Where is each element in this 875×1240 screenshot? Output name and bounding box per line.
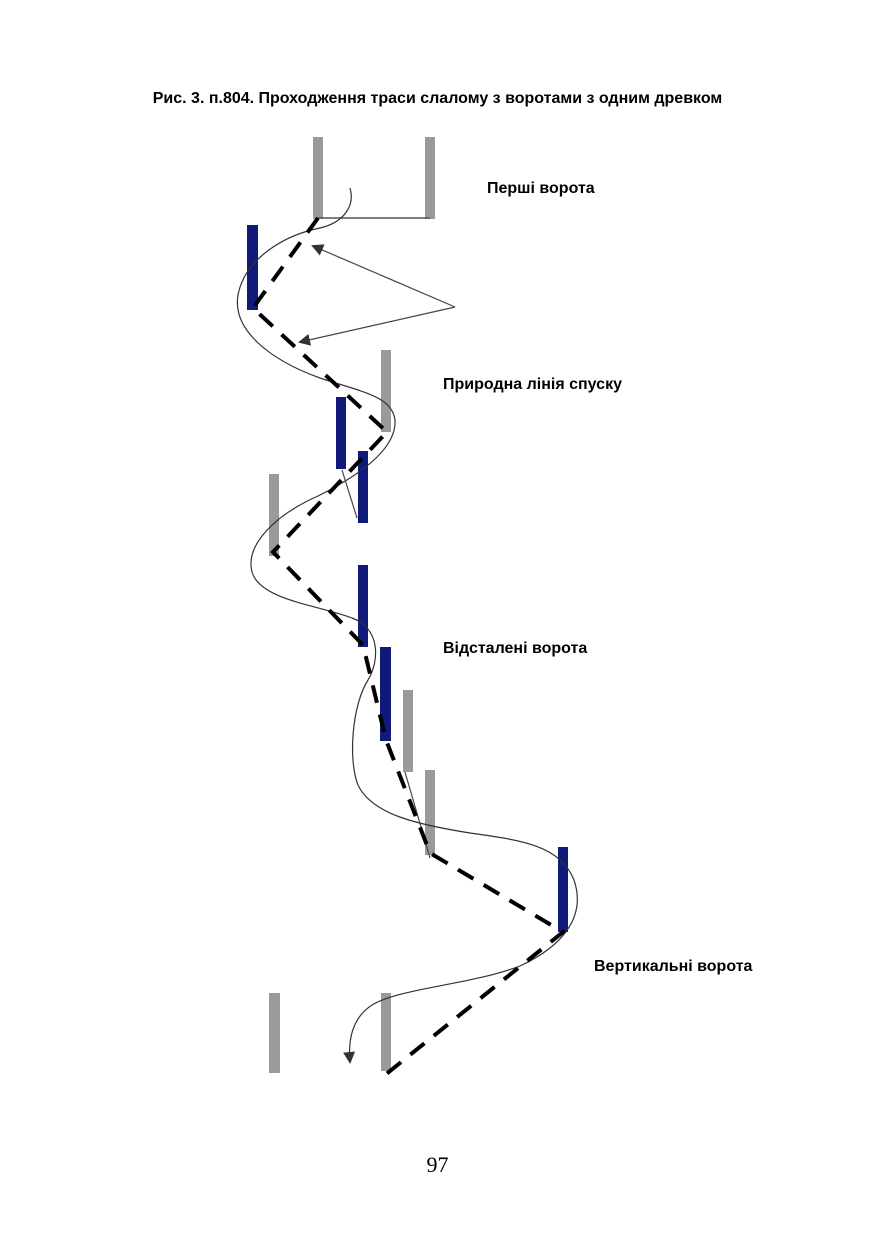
gray-pole [381, 350, 391, 432]
label-first-gate: Перші ворота [487, 180, 595, 197]
annotation-pointers [298, 244, 456, 859]
blue-pole [358, 565, 368, 647]
page-number: 97 [426, 1152, 449, 1177]
label-natural-line: Природна лінія спуску [443, 376, 622, 393]
gray-pole [313, 137, 323, 219]
first-gate [313, 137, 435, 219]
figure-caption: Рис. 3. п.804. Проходження траси слалому… [152, 90, 723, 107]
fall-line-dashed [250, 216, 567, 1077]
blue-pole [336, 397, 346, 469]
gray-pole [381, 993, 391, 1071]
blue-pole [558, 847, 568, 932]
blue-pole [358, 451, 368, 523]
gray-pole [269, 993, 280, 1073]
label-vertical-gates: Вертикальні ворота [594, 958, 753, 975]
gray-pole [425, 770, 435, 855]
gray-pole [403, 690, 413, 772]
blue-pole [247, 225, 258, 310]
racing-line [236, 187, 578, 1064]
label-offset-gates: Відсталені ворота [443, 640, 588, 657]
gray-pole [269, 474, 279, 556]
gray-pole [425, 137, 435, 219]
blue-pole [380, 647, 391, 741]
